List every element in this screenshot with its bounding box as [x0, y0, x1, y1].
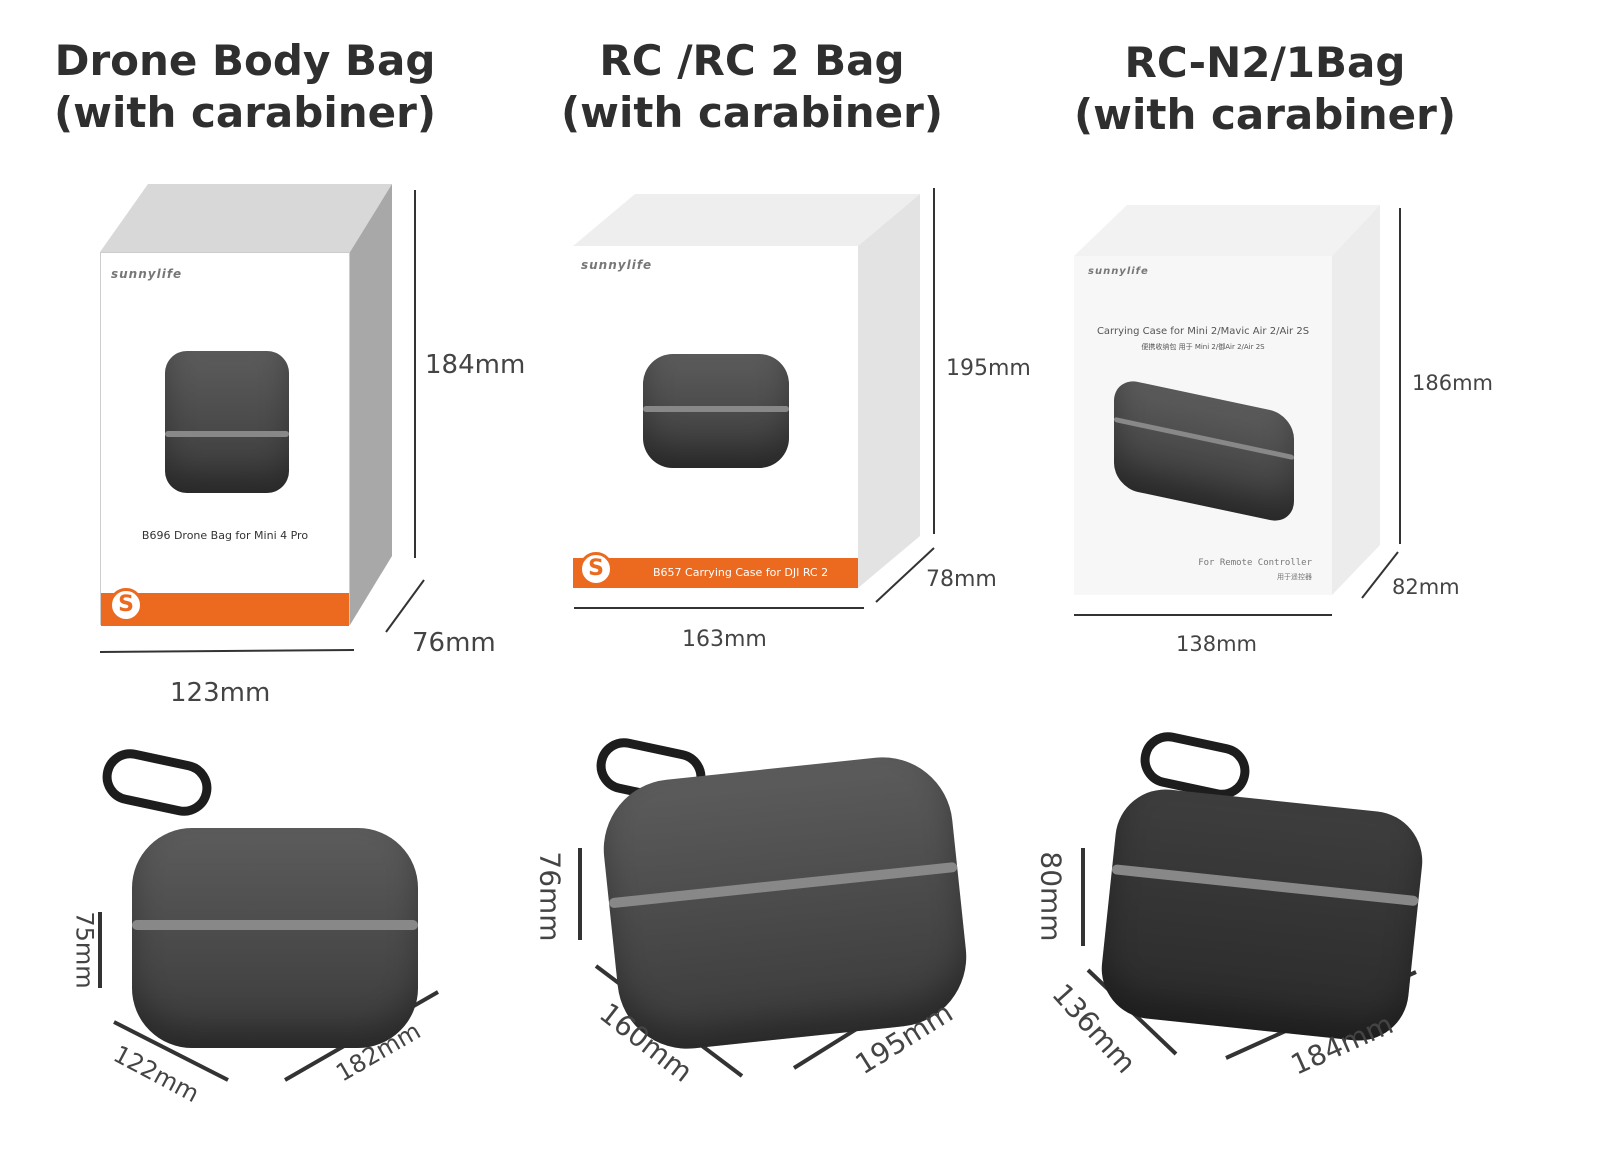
brand-s-logo: S	[579, 552, 613, 586]
box-case-image	[165, 351, 289, 493]
title-line: (with carabiner)	[560, 88, 944, 137]
title-line: Drone Body Bag	[54, 36, 436, 85]
title-line: RC /RC 2 Bag	[599, 36, 905, 85]
title-rc-bag: RC /RC 2 Bag(with carabiner)	[522, 35, 982, 139]
box-label: B696 Drone Bag for Mini 4 Pro	[141, 529, 309, 542]
title-line: (with carabiner)	[1073, 90, 1457, 139]
box-label-cn: 便携收纳包 用于 Mini 2/御Air 2/Air 2S	[1141, 343, 1265, 351]
box-case-image	[643, 354, 789, 468]
box-footer: For Remote Controller	[1198, 558, 1312, 568]
box2-depth: 78mm	[926, 567, 997, 592]
box1-top	[100, 184, 392, 252]
box3-height: 186mm	[1412, 371, 1493, 395]
case2-height: 76mm	[533, 851, 567, 942]
box2-height: 195mm	[946, 356, 1031, 381]
product-box-drone-bag: sunnylife B696 Drone Bag for Mini 4 Pro …	[100, 252, 350, 626]
brand-logo: sunnylife	[111, 267, 183, 281]
box2-top	[573, 194, 920, 246]
box2-side	[858, 194, 920, 588]
box-label: Carrying Case for Mini 2/Mavic Air 2/Air…	[1096, 326, 1310, 337]
case1-height: 75mm	[70, 911, 99, 989]
box3-width: 138mm	[1176, 632, 1257, 656]
product-box-rc-n2-bag: sunnylife Carrying Case for Mini 2/Mavic…	[1074, 256, 1332, 595]
title-line: RC-N2/1Bag	[1124, 38, 1406, 87]
box1-height: 184mm	[425, 350, 526, 380]
brand-s-logo: S	[109, 588, 143, 622]
box1-side	[350, 184, 392, 625]
rc-n2-case	[1096, 784, 1428, 1046]
brand-logo: sunnylife	[1088, 266, 1149, 277]
brand-logo: sunnylife	[581, 258, 653, 272]
case3-height: 80mm	[1034, 851, 1068, 942]
box3-top	[1074, 205, 1380, 256]
box-footer-cn: 用于遥控器	[1277, 573, 1312, 581]
box1-width: 123mm	[170, 678, 271, 708]
box2-width: 163mm	[682, 627, 767, 652]
box1-depth: 76mm	[412, 628, 496, 658]
box-case-image	[1114, 376, 1294, 526]
box3-depth: 82mm	[1392, 575, 1460, 599]
brand-band: B657 Carrying Case for DJI RC 2	[573, 558, 858, 588]
box3-side	[1332, 205, 1380, 595]
product-box-rc-bag: sunnylife B657 Carrying Case for DJI RC …	[573, 246, 858, 588]
title-drone-body-bag: Drone Body Bag(with carabiner)	[15, 35, 475, 139]
drone-body-case	[132, 828, 418, 1048]
title-rc-n2-bag: RC-N2/1Bag(with carabiner)	[1035, 37, 1495, 141]
title-line: (with carabiner)	[53, 88, 437, 137]
